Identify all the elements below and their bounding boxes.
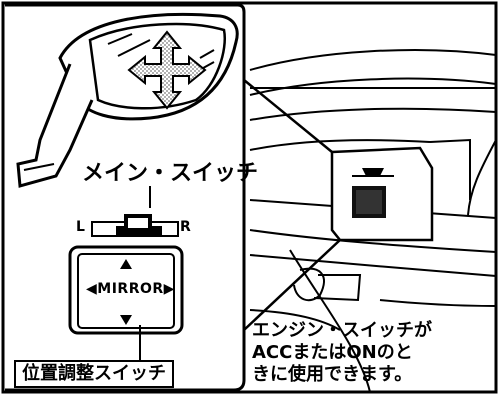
left-label: L [76,219,85,235]
callout-line-top [243,79,333,153]
right-label: R [180,219,191,235]
usage-note: エンジン・スイッチが ACCまたはONのと きに使用できます。 [252,320,492,386]
main-switch [91,214,179,237]
arrow-up-icon [120,259,132,269]
usage-note-line1: エンジン・スイッチが [252,320,432,341]
main-switch-label: メイン・スイッチ [82,161,259,186]
mirror-adjust-pad [68,245,184,335]
dash-switch-panel [330,146,434,242]
mirror-label: ◀MIRROR▶ [86,281,175,297]
arrow-down-icon [120,315,132,325]
usage-note-line3: きに使用できます。 [252,364,413,385]
callout-frame [5,3,246,392]
four-way-arrow-icon [127,30,207,110]
callout-line-bottom [243,239,341,331]
position-adjust-switch-label: 位置調整スイッチ [14,360,174,388]
usage-note-line2: ACCまたはONのと [252,342,413,363]
dashboard-interior [249,49,497,393]
